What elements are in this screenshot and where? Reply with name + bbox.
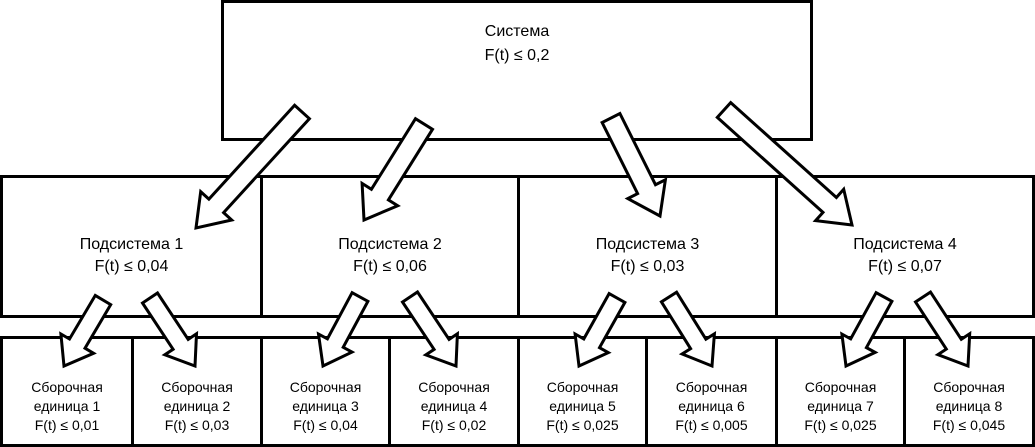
- assembly-line1: Сборочная: [161, 379, 233, 395]
- assembly-value: F(t) ≤ 0,005: [675, 417, 748, 433]
- subsystem-value: F(t) ≤ 0,03: [610, 258, 685, 275]
- assembly-line2: единица 8: [935, 398, 1003, 414]
- subsystem-name: Подсистема 2: [338, 236, 442, 253]
- arrow-to-assembly-8: [913, 290, 972, 369]
- assembly-box-7: Сборочная единица 7 F(t) ≤ 0,025: [775, 336, 906, 447]
- arrow-to-assembly-2: [140, 290, 199, 369]
- assembly-line1: Сборочная: [933, 379, 1005, 395]
- assembly-line1: Сборочная: [804, 379, 877, 395]
- assembly-line2: единица 7: [807, 398, 874, 414]
- assembly-box-2: Сборочная единица 2 F(t) ≤ 0,03: [131, 336, 263, 447]
- arrow-to-assembly-3: [316, 290, 370, 369]
- assembly-line2: единица 6: [678, 398, 745, 414]
- subsystem-value: F(t) ≤ 0,06: [353, 258, 427, 275]
- arrow-to-subsystem-2: [360, 116, 435, 223]
- subsystem-name: Подсистема 4: [853, 236, 957, 253]
- arrow-to-assembly-7: [840, 290, 894, 369]
- assembly-value: F(t) ≤ 0,025: [546, 417, 619, 433]
- assembly-line1: Сборочная: [418, 379, 490, 395]
- system-box: Система F(t) ≤ 0,2: [221, 0, 813, 141]
- assembly-value: F(t) ≤ 0,01: [34, 417, 100, 433]
- assembly-line2: единица 3: [292, 398, 359, 414]
- assembly-box-4: Сборочная единица 4 F(t) ≤ 0,02: [388, 336, 520, 447]
- assembly-line2: единица 1: [33, 398, 101, 414]
- arrow-to-assembly-4: [400, 289, 460, 369]
- assembly-line1: Сборочная: [31, 379, 103, 395]
- assembly-value: F(t) ≤ 0,02: [421, 417, 487, 433]
- assembly-value: F(t) ≤ 0,025: [804, 417, 877, 433]
- arrow-to-subsystem-1: [194, 103, 312, 230]
- assembly-line1: Сборочная: [289, 379, 362, 395]
- arrow-to-assembly-1: [59, 293, 113, 369]
- subsystem-value: F(t) ≤ 0,04: [94, 258, 169, 275]
- system-value: F(t) ≤ 0,2: [484, 47, 550, 64]
- arrow-to-subsystem-4: [715, 100, 854, 227]
- arrow-to-assembly-5: [573, 291, 627, 369]
- assembly-value: F(t) ≤ 0,03: [164, 417, 230, 433]
- assembly-value: F(t) ≤ 0,04: [293, 417, 358, 433]
- assembly-line1: Сборочная: [675, 379, 748, 395]
- arrow-to-assembly-6: [659, 290, 717, 369]
- subsystem-name: Подсистема 3: [595, 236, 700, 253]
- system-name: Система: [484, 23, 550, 40]
- assembly-line2: единица 5: [549, 398, 616, 414]
- assembly-line1: Сборочная: [546, 379, 619, 395]
- assembly-value: F(t) ≤ 0,045: [932, 417, 1006, 433]
- subsystem-name: Подсистема 1: [79, 236, 184, 253]
- subsystem-value: F(t) ≤ 0,07: [868, 258, 942, 275]
- arrow-to-subsystem-3: [600, 111, 668, 219]
- assembly-line2: единица 2: [163, 398, 231, 414]
- assembly-line2: единица 4: [420, 398, 488, 414]
